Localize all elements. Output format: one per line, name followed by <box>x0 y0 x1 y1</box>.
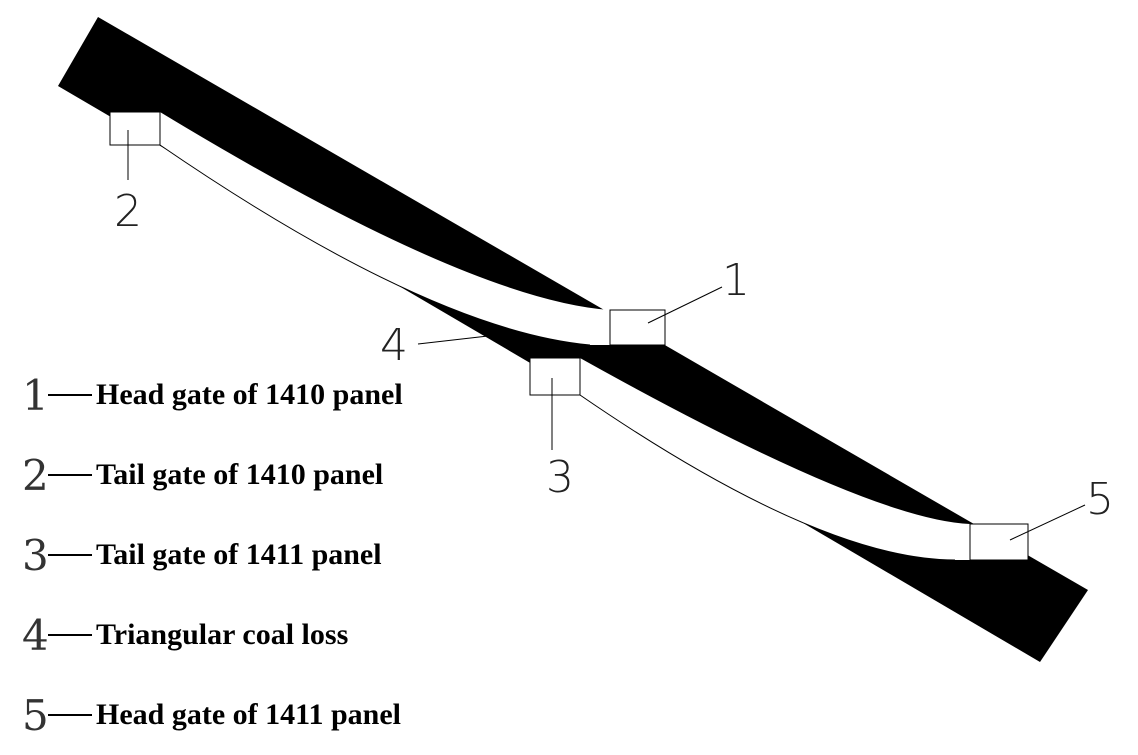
callout-1: 1 <box>722 255 750 306</box>
panel-1410-goaf <box>110 112 665 345</box>
tail-gate-1410 <box>109 111 161 146</box>
mine-layout-diagram: 1 2 3 4 5 <box>58 17 1114 662</box>
leader-line-1 <box>647 286 723 324</box>
legend-label: Tail gate of 1410 panel <box>96 458 384 491</box>
legend-item-3: 3 Tail gate of 1411 panel <box>22 515 403 595</box>
leader-line-4 <box>417 335 489 345</box>
legend-label: Triangular coal loss <box>96 618 349 651</box>
legend-number: 1 <box>22 370 49 420</box>
panel-1410-boundary-line <box>159 144 591 346</box>
legend: 1 Head gate of 1410 panel 2 Tail gate of… <box>22 355 403 755</box>
legend-number: 3 <box>22 530 49 580</box>
legend-item-5: 5 Head gate of 1411 panel <box>22 675 403 755</box>
head-gate-1410 <box>609 309 666 346</box>
callout-4: 4 <box>380 320 408 371</box>
tail-gate-1411 <box>529 357 581 396</box>
legend-dash <box>48 634 92 636</box>
panel-1411-boundary-line <box>579 394 956 561</box>
head-gate-1411 <box>969 523 1029 561</box>
legend-number: 4 <box>22 610 49 660</box>
legend-number: 2 <box>22 450 49 500</box>
legend-label: Head gate of 1411 panel <box>96 698 401 731</box>
legend-item-4: 4 Triangular coal loss <box>22 595 403 675</box>
legend-label: Tail gate of 1411 panel <box>96 538 382 571</box>
legend-item-2: 2 Tail gate of 1410 panel <box>22 435 403 515</box>
panel-1411-goaf <box>530 358 1028 560</box>
leader-line-5 <box>1009 504 1086 541</box>
callout-2: 2 <box>114 186 142 237</box>
legend-dash <box>48 394 92 396</box>
legend-dash <box>48 554 92 556</box>
callout-5: 5 <box>1086 474 1114 525</box>
legend-number: 5 <box>22 690 49 740</box>
legend-item-1: 1 Head gate of 1410 panel <box>22 355 403 435</box>
legend-dash <box>48 714 92 716</box>
callout-3: 3 <box>546 452 574 503</box>
legend-dash <box>48 474 92 476</box>
legend-label: Head gate of 1410 panel <box>96 378 403 411</box>
